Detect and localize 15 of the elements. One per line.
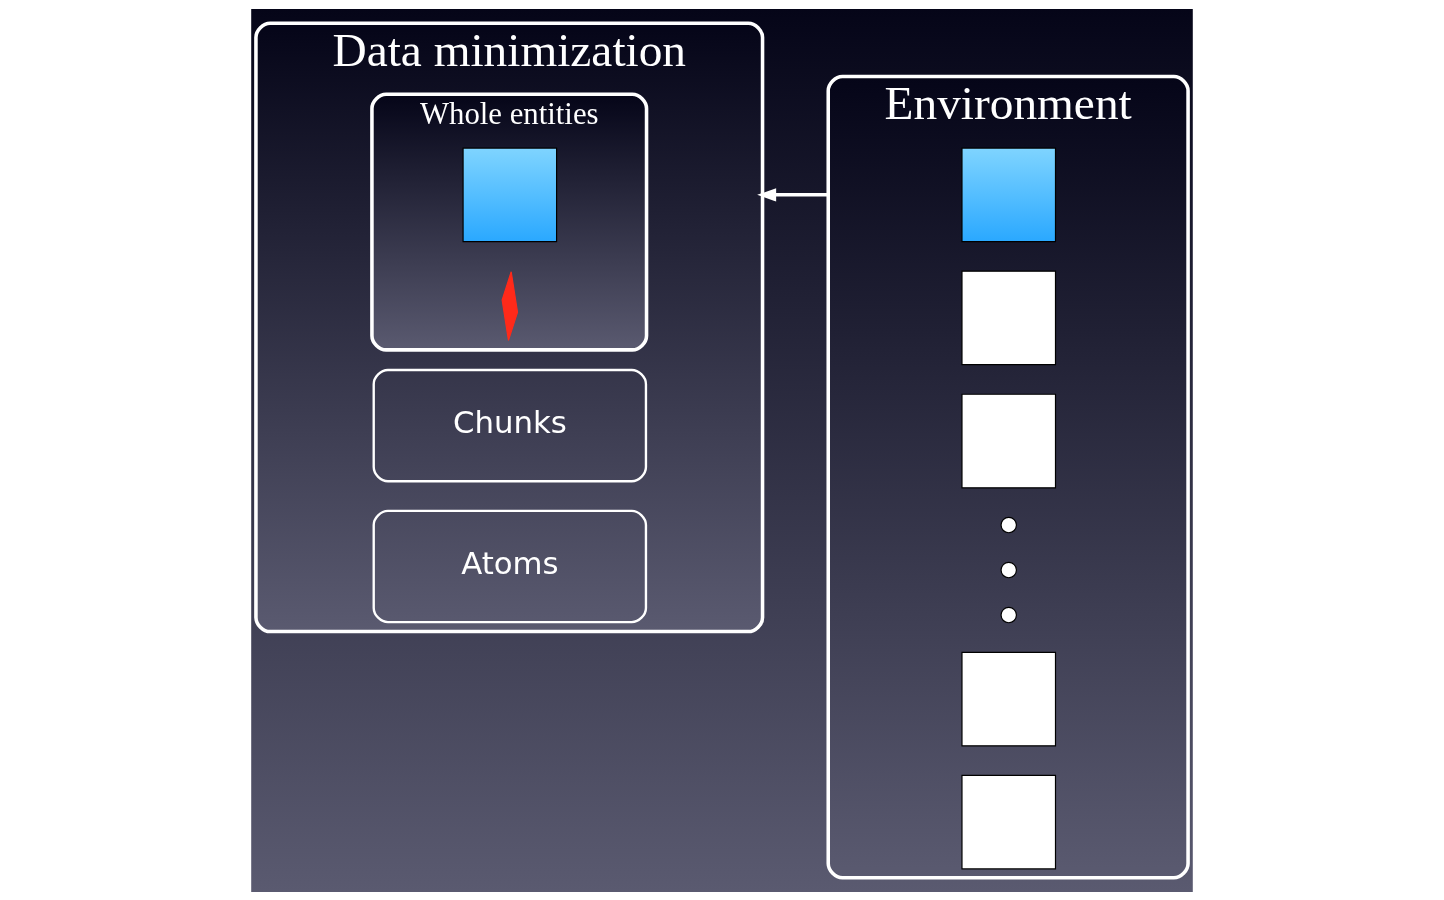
- node-box: [961, 147, 1057, 242]
- arrow: [757, 187, 829, 201]
- node-box: [961, 393, 1057, 488]
- node-circle: [1000, 561, 1017, 578]
- node-circle: [1000, 516, 1017, 533]
- cluster: Environment: [826, 74, 1190, 880]
- node-circle: [1000, 606, 1017, 623]
- node-box: Chunks: [372, 368, 648, 482]
- node-box: [961, 270, 1057, 365]
- node-box: [961, 774, 1057, 869]
- cluster: Whole entities: [370, 91, 649, 352]
- node-cross: [501, 270, 519, 341]
- node-box: Atoms: [372, 509, 648, 623]
- node-box: [462, 147, 558, 242]
- node-box: [961, 651, 1057, 746]
